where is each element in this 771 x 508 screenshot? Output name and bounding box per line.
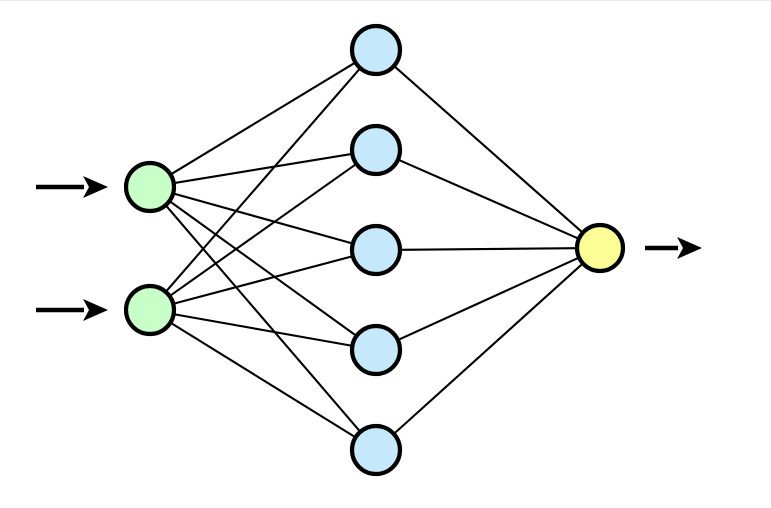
input-arrow-top-head-icon	[83, 176, 108, 198]
edge-hid-3-to-out-1	[401, 247, 576, 251]
input-arrow-bottom-head-icon	[83, 299, 108, 321]
edge-in-1-to-hid-3	[173, 192, 353, 245]
node-hid-5[interactable]	[349, 423, 403, 477]
node-hid-4[interactable]	[349, 323, 403, 377]
node-out-1[interactable]	[574, 222, 626, 274]
edge-hid-4-to-out-1	[398, 257, 579, 341]
edge-in-2-to-hid-1	[165, 68, 361, 292]
nodes-group	[123, 23, 626, 477]
edge-in-1-to-hid-1	[171, 62, 355, 175]
output-arrow-head-icon	[677, 237, 702, 259]
edge-in-1-to-hid-2	[174, 153, 352, 184]
edge-in-2-to-hid-4	[174, 313, 352, 347]
node-hid-1[interactable]	[349, 23, 403, 77]
edge-in-2-to-hid-5	[170, 322, 356, 438]
node-in-1[interactable]	[123, 160, 177, 214]
edge-in-1-to-hid-4	[169, 200, 357, 337]
edge-hid-5-to-out-1	[394, 263, 583, 434]
node-in-2[interactable]	[123, 283, 177, 337]
edges-group	[165, 62, 583, 438]
io-arrows-group	[36, 176, 702, 321]
edge-in-2-to-hid-3	[174, 255, 352, 305]
edge-hid-2-to-out-1	[398, 159, 579, 240]
edge-in-2-to-hid-2	[169, 163, 357, 297]
node-hid-2[interactable]	[349, 123, 403, 177]
edge-in-1-to-hid-5	[165, 205, 361, 432]
canvas-top-divider	[0, 0, 771, 1]
node-hid-3[interactable]	[349, 223, 403, 277]
edge-hid-1-to-out-1	[394, 65, 583, 233]
